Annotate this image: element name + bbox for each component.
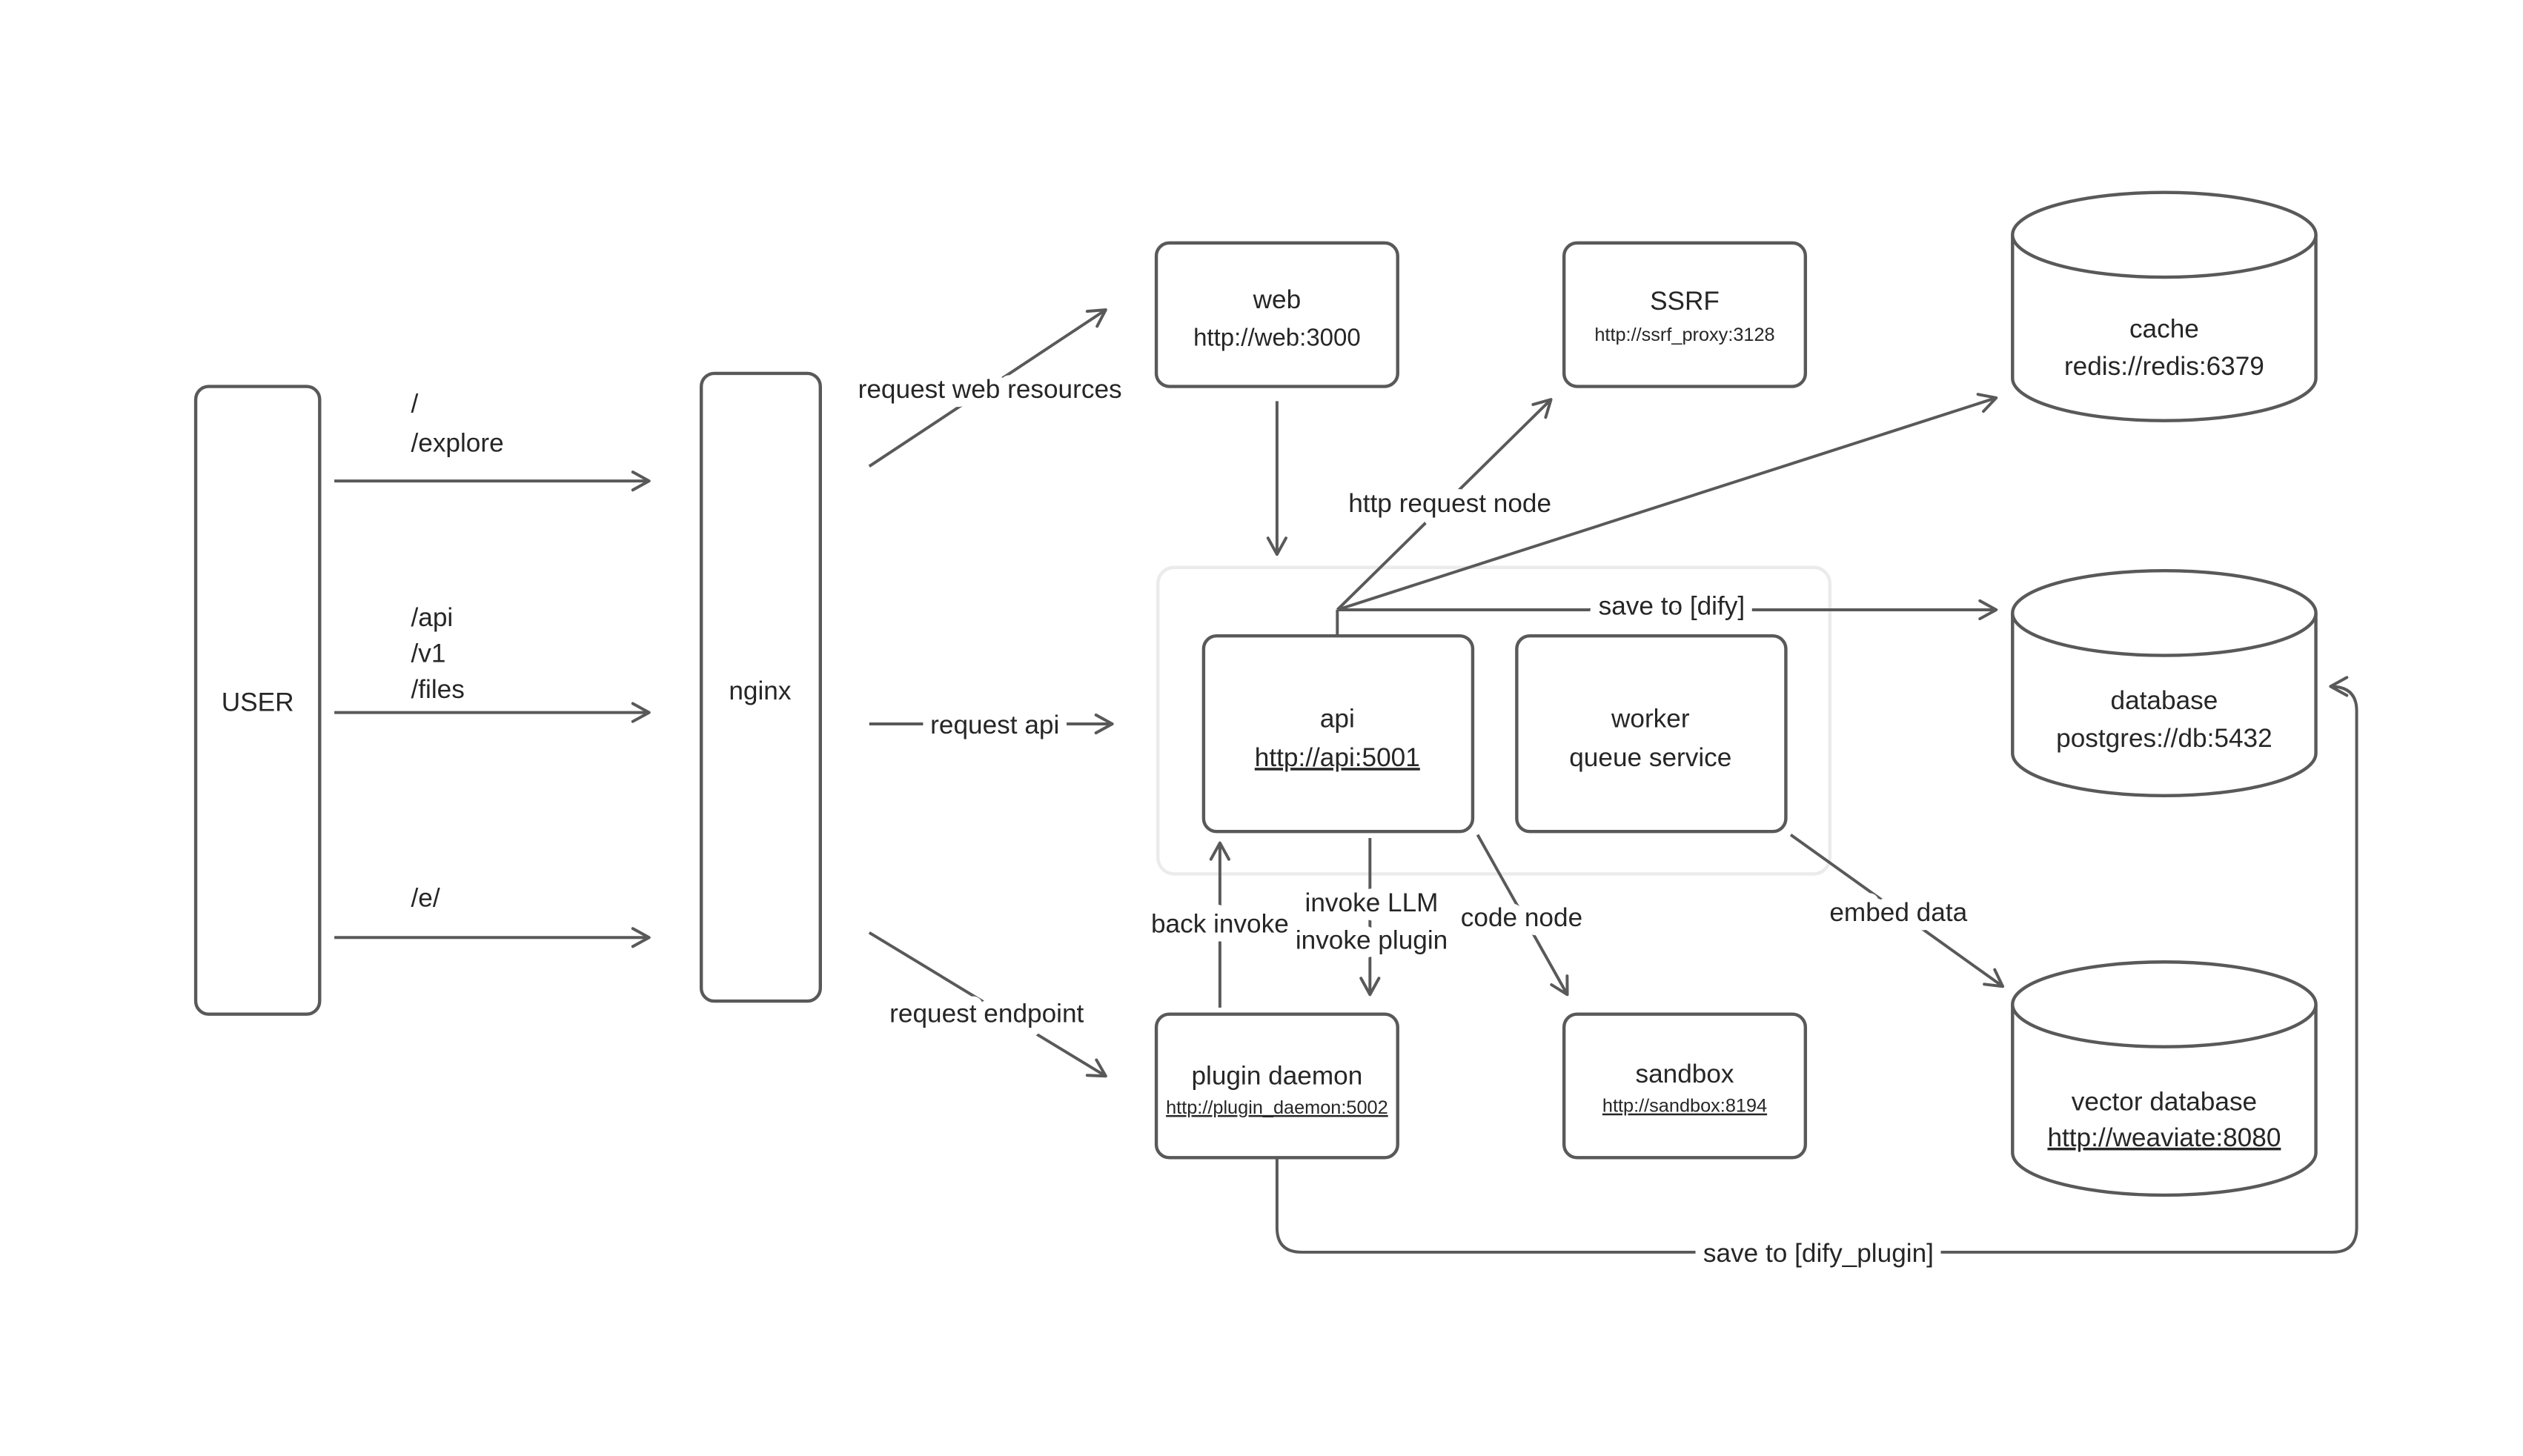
api-worker-group-container — [1156, 565, 1832, 876]
nginx-node — [699, 371, 822, 1003]
label-code-node: code node — [1461, 903, 1582, 932]
api-node-url[interactable]: http://api:5001 — [1255, 743, 1420, 772]
cache-cylinder-body — [2011, 234, 2318, 422]
worker-node — [1515, 634, 1788, 834]
vector-database-cylinder-top — [2011, 960, 2318, 1048]
label-path-api: /api — [411, 603, 453, 632]
label-invoke-plugin: invoke plugin — [1296, 926, 1448, 955]
database-cylinder-top — [2011, 568, 2318, 657]
arrow-worker-to-vector-database — [1789, 834, 2005, 988]
nginx-node-label: nginx — [729, 677, 792, 705]
cache-node-title: cache — [2129, 315, 2199, 344]
label-http-request-node: http request node — [1348, 489, 1551, 518]
ssrf-node-url: http://ssrf_proxy:3128 — [1594, 325, 1774, 345]
arrow-plugin-daemon-to-database — [1275, 676, 2358, 1254]
arrow-api-to-sandbox — [1476, 834, 1569, 997]
arrow-nginx-to-web — [868, 308, 1107, 468]
nodes-layer: USER nginx web http://web:3000 SSRF http… — [193, 190, 2318, 1197]
label-invoke-llm: invoke LLM — [1305, 888, 1439, 917]
sandbox-node-url[interactable]: http://sandbox:8194 — [1602, 1096, 1767, 1117]
label-path-root: / — [411, 390, 418, 419]
vector-database-node-url[interactable]: http://weaviate:8080 — [2047, 1123, 2281, 1152]
web-node-title: web — [1253, 285, 1302, 314]
label-request-api: request api — [930, 711, 1059, 739]
api-node — [1201, 634, 1475, 834]
vector-database-cylinder-body — [2011, 1004, 2318, 1197]
web-node — [1154, 241, 1399, 388]
label-request-web-resources: request web resources — [858, 375, 1122, 404]
label-save-to-dify: save to [dify] — [1599, 592, 1745, 621]
label-save-to-dify-plugin: save to [dify_plugin] — [1703, 1239, 1934, 1268]
label-back-invoke: back invoke — [1151, 910, 1289, 939]
cache-node-url: redis://redis:6379 — [2064, 352, 2264, 381]
ssrf-node-title: SSRF — [1650, 287, 1720, 316]
database-node-title: database — [2111, 686, 2218, 715]
cache-cylinder-top — [2011, 190, 2318, 279]
edges-layer — [334, 308, 2358, 1254]
ssrf-node — [1562, 241, 1808, 388]
plugin-daemon-node-title: plugin daemon — [1191, 1061, 1362, 1090]
database-node-url: postgres://db:5432 — [2056, 724, 2272, 753]
plugin-daemon-node-url[interactable]: http://plugin_daemon:5002 — [1166, 1097, 1388, 1118]
plugin-daemon-node — [1154, 1012, 1399, 1160]
label-path-files: /files — [411, 675, 464, 704]
sandbox-node-title: sandbox — [1635, 1060, 1734, 1088]
user-node-label: USER — [222, 688, 294, 717]
sandbox-node — [1562, 1012, 1808, 1160]
label-request-endpoint: request endpoint — [889, 1000, 1084, 1028]
api-node-title: api — [1320, 704, 1355, 733]
label-embed-data: embed data — [1829, 898, 1967, 927]
arrow-api-to-ssrf — [1336, 398, 1553, 611]
label-path-e: /e/ — [411, 883, 440, 912]
arrow-nginx-to-plugin-daemon — [868, 931, 1107, 1078]
database-cylinder-body — [2011, 613, 2318, 798]
label-path-explore: /explore — [411, 429, 503, 458]
web-node-url: http://web:3000 — [1193, 324, 1361, 351]
worker-node-title: worker — [1611, 704, 1690, 733]
arrow-api-to-cache — [1336, 393, 1998, 611]
vector-database-node-title: vector database — [2072, 1087, 2257, 1116]
user-node — [193, 385, 322, 1016]
label-path-v1: /v1 — [411, 639, 445, 668]
worker-node-subtitle: queue service — [1569, 743, 1731, 772]
